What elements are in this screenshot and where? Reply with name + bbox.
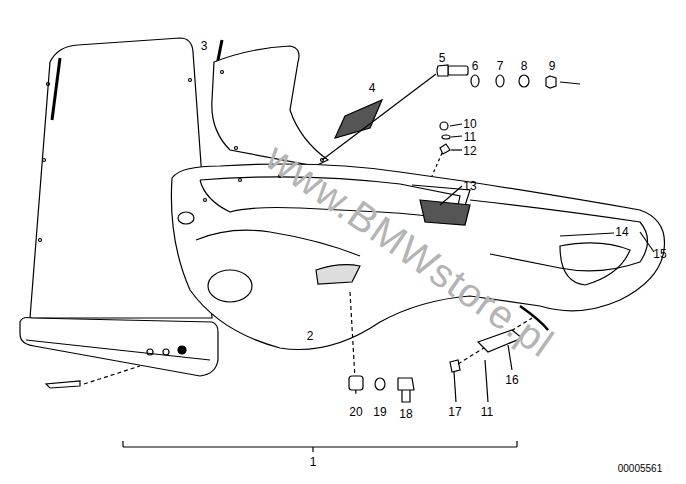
callout-number: 13 xyxy=(463,180,476,192)
callout-number: 19 xyxy=(373,406,386,418)
callout-number: 7 xyxy=(497,60,504,72)
callout-number: 14 xyxy=(615,226,628,238)
callout-number: 20 xyxy=(349,406,362,418)
callout-number: 1 xyxy=(310,456,317,468)
callout-number: 11 xyxy=(481,406,493,418)
callout-number: 11 xyxy=(464,131,476,143)
drawing-number: 00005561 xyxy=(618,464,663,474)
callout-number: 4 xyxy=(369,82,376,94)
callout-number: 12 xyxy=(463,145,476,157)
callout-number: 6 xyxy=(472,60,479,72)
callout-number: 15 xyxy=(653,248,666,260)
callout-number: 18 xyxy=(399,408,412,420)
callout-number: 10 xyxy=(463,118,476,130)
callout-number: 17 xyxy=(448,406,461,418)
callout-number: 2 xyxy=(307,330,314,342)
callout-number: 9 xyxy=(549,60,556,72)
callout-number: 3 xyxy=(201,40,208,52)
callout-number: 5 xyxy=(439,52,446,64)
callout-number: 8 xyxy=(521,60,528,72)
callout-number: 16 xyxy=(505,374,518,386)
